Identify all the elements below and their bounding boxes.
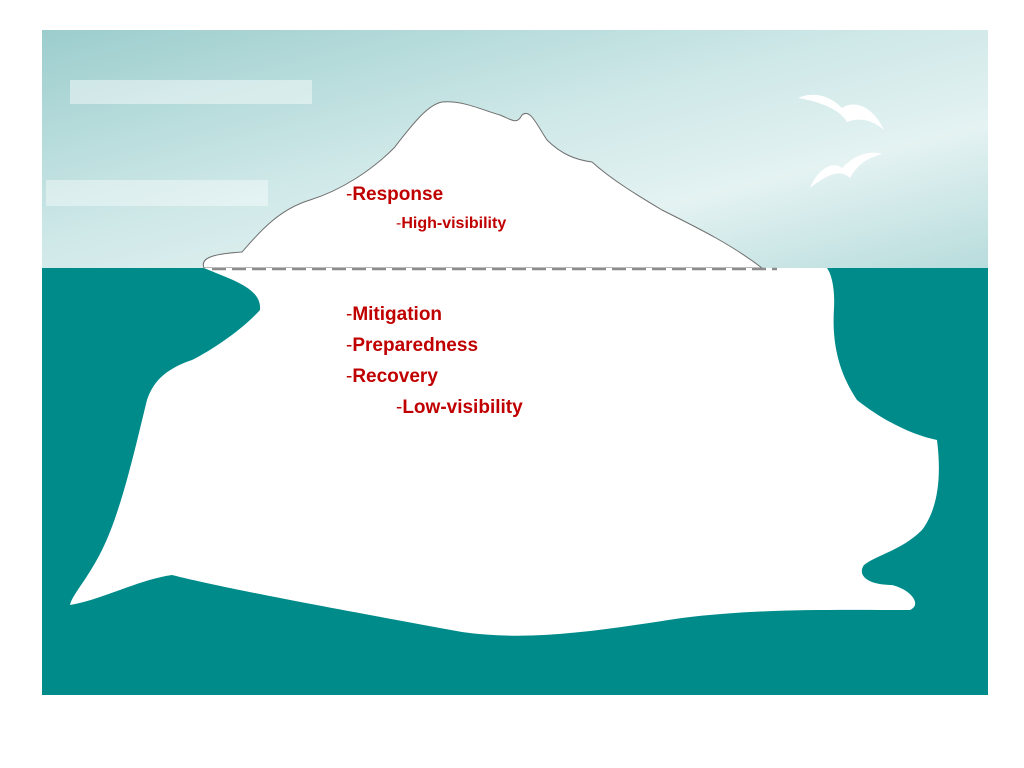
cloud-streak — [46, 180, 268, 206]
bullet-dash: - — [396, 215, 402, 232]
bullet-dash: - — [346, 335, 353, 356]
high-visibility-label: -High-visibility — [396, 216, 506, 232]
mitigation-text: Mitigation — [352, 304, 443, 325]
recovery-label: -Recovery — [346, 367, 438, 386]
cloud-streak — [70, 80, 312, 104]
response-label: -Response — [346, 185, 443, 204]
iceberg-underwater — [70, 268, 939, 636]
preparedness-text: Preparedness — [352, 335, 479, 356]
iceberg-illustration — [42, 30, 988, 695]
low-visibility-text: Low-visibility — [402, 397, 523, 418]
bullet-dash: - — [346, 304, 353, 325]
seagull-icon — [798, 94, 884, 130]
recovery-text: Recovery — [352, 366, 438, 387]
iceberg-scene — [42, 30, 988, 695]
low-visibility-label: -Low-visibility — [396, 398, 523, 417]
response-text: Response — [352, 184, 444, 205]
iceberg — [202, 101, 764, 269]
mitigation-label: -Mitigation — [346, 305, 442, 324]
bullet-dash: - — [396, 397, 403, 418]
high-visibility-text: High-visibility — [401, 215, 507, 232]
bullet-dash: - — [346, 366, 353, 387]
bullet-dash: - — [346, 184, 353, 205]
preparedness-label: -Preparedness — [346, 336, 478, 355]
seagull-icon — [810, 152, 882, 188]
